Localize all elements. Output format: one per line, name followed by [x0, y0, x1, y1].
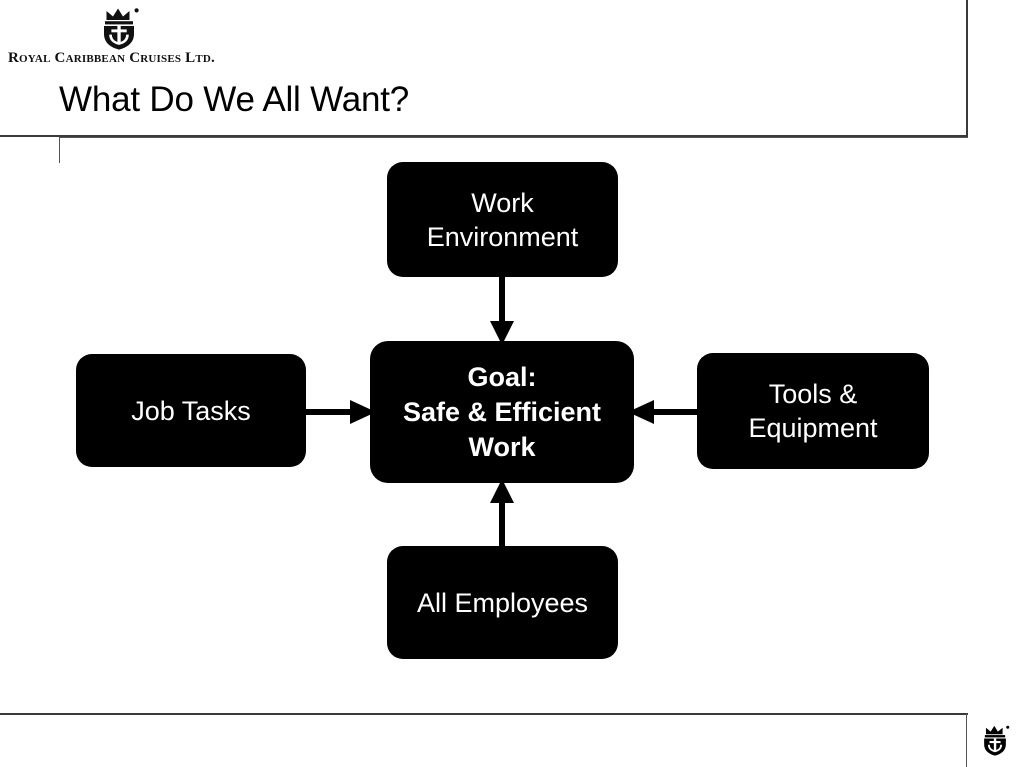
page-title: What Do We All Want? [59, 80, 410, 119]
diagram-node-label: Work Environment [426, 187, 579, 252]
footer-frame-right-rule [966, 713, 967, 767]
content-frame-left-rule [59, 137, 60, 163]
convergence-diagram: Work Environment Job Tasks Goal: Safe & … [0, 140, 1024, 700]
diagram-node-label: Tools & Equipment [748, 379, 878, 443]
arrow-right-icon [300, 398, 376, 426]
diagram-node-label: Job Tasks [131, 395, 251, 426]
diagram-node-work-environment[interactable]: Work Environment [387, 162, 618, 277]
footer-frame-top-rule [0, 713, 968, 715]
diagram-node-tools-equipment[interactable]: Tools & Equipment [697, 353, 929, 469]
arrow-up-icon [488, 479, 516, 551]
diagram-node-job-tasks[interactable]: Job Tasks [76, 354, 306, 467]
diagram-node-label: Goal: Safe & Efficient Work [402, 361, 602, 462]
brand-logo: Royal Caribbean Cruises Ltd. [8, 6, 226, 68]
diagram-node-all-employees[interactable]: All Employees [387, 546, 618, 659]
header-frame-bottom-rule [0, 135, 968, 137]
content-frame-top-rule [59, 137, 968, 138]
arrow-left-icon [628, 398, 704, 426]
diagram-node-goal[interactable]: Goal: Safe & Efficient Work [370, 341, 634, 483]
crown-and-anchor-icon [90, 6, 148, 50]
header-frame-right-rule [966, 0, 968, 137]
arrow-down-icon [488, 273, 516, 345]
footer-crown-and-anchor-icon [974, 719, 1016, 761]
diagram-node-label: All Employees [416, 587, 589, 618]
brand-wordmark: Royal Caribbean Cruises Ltd. [8, 50, 215, 66]
